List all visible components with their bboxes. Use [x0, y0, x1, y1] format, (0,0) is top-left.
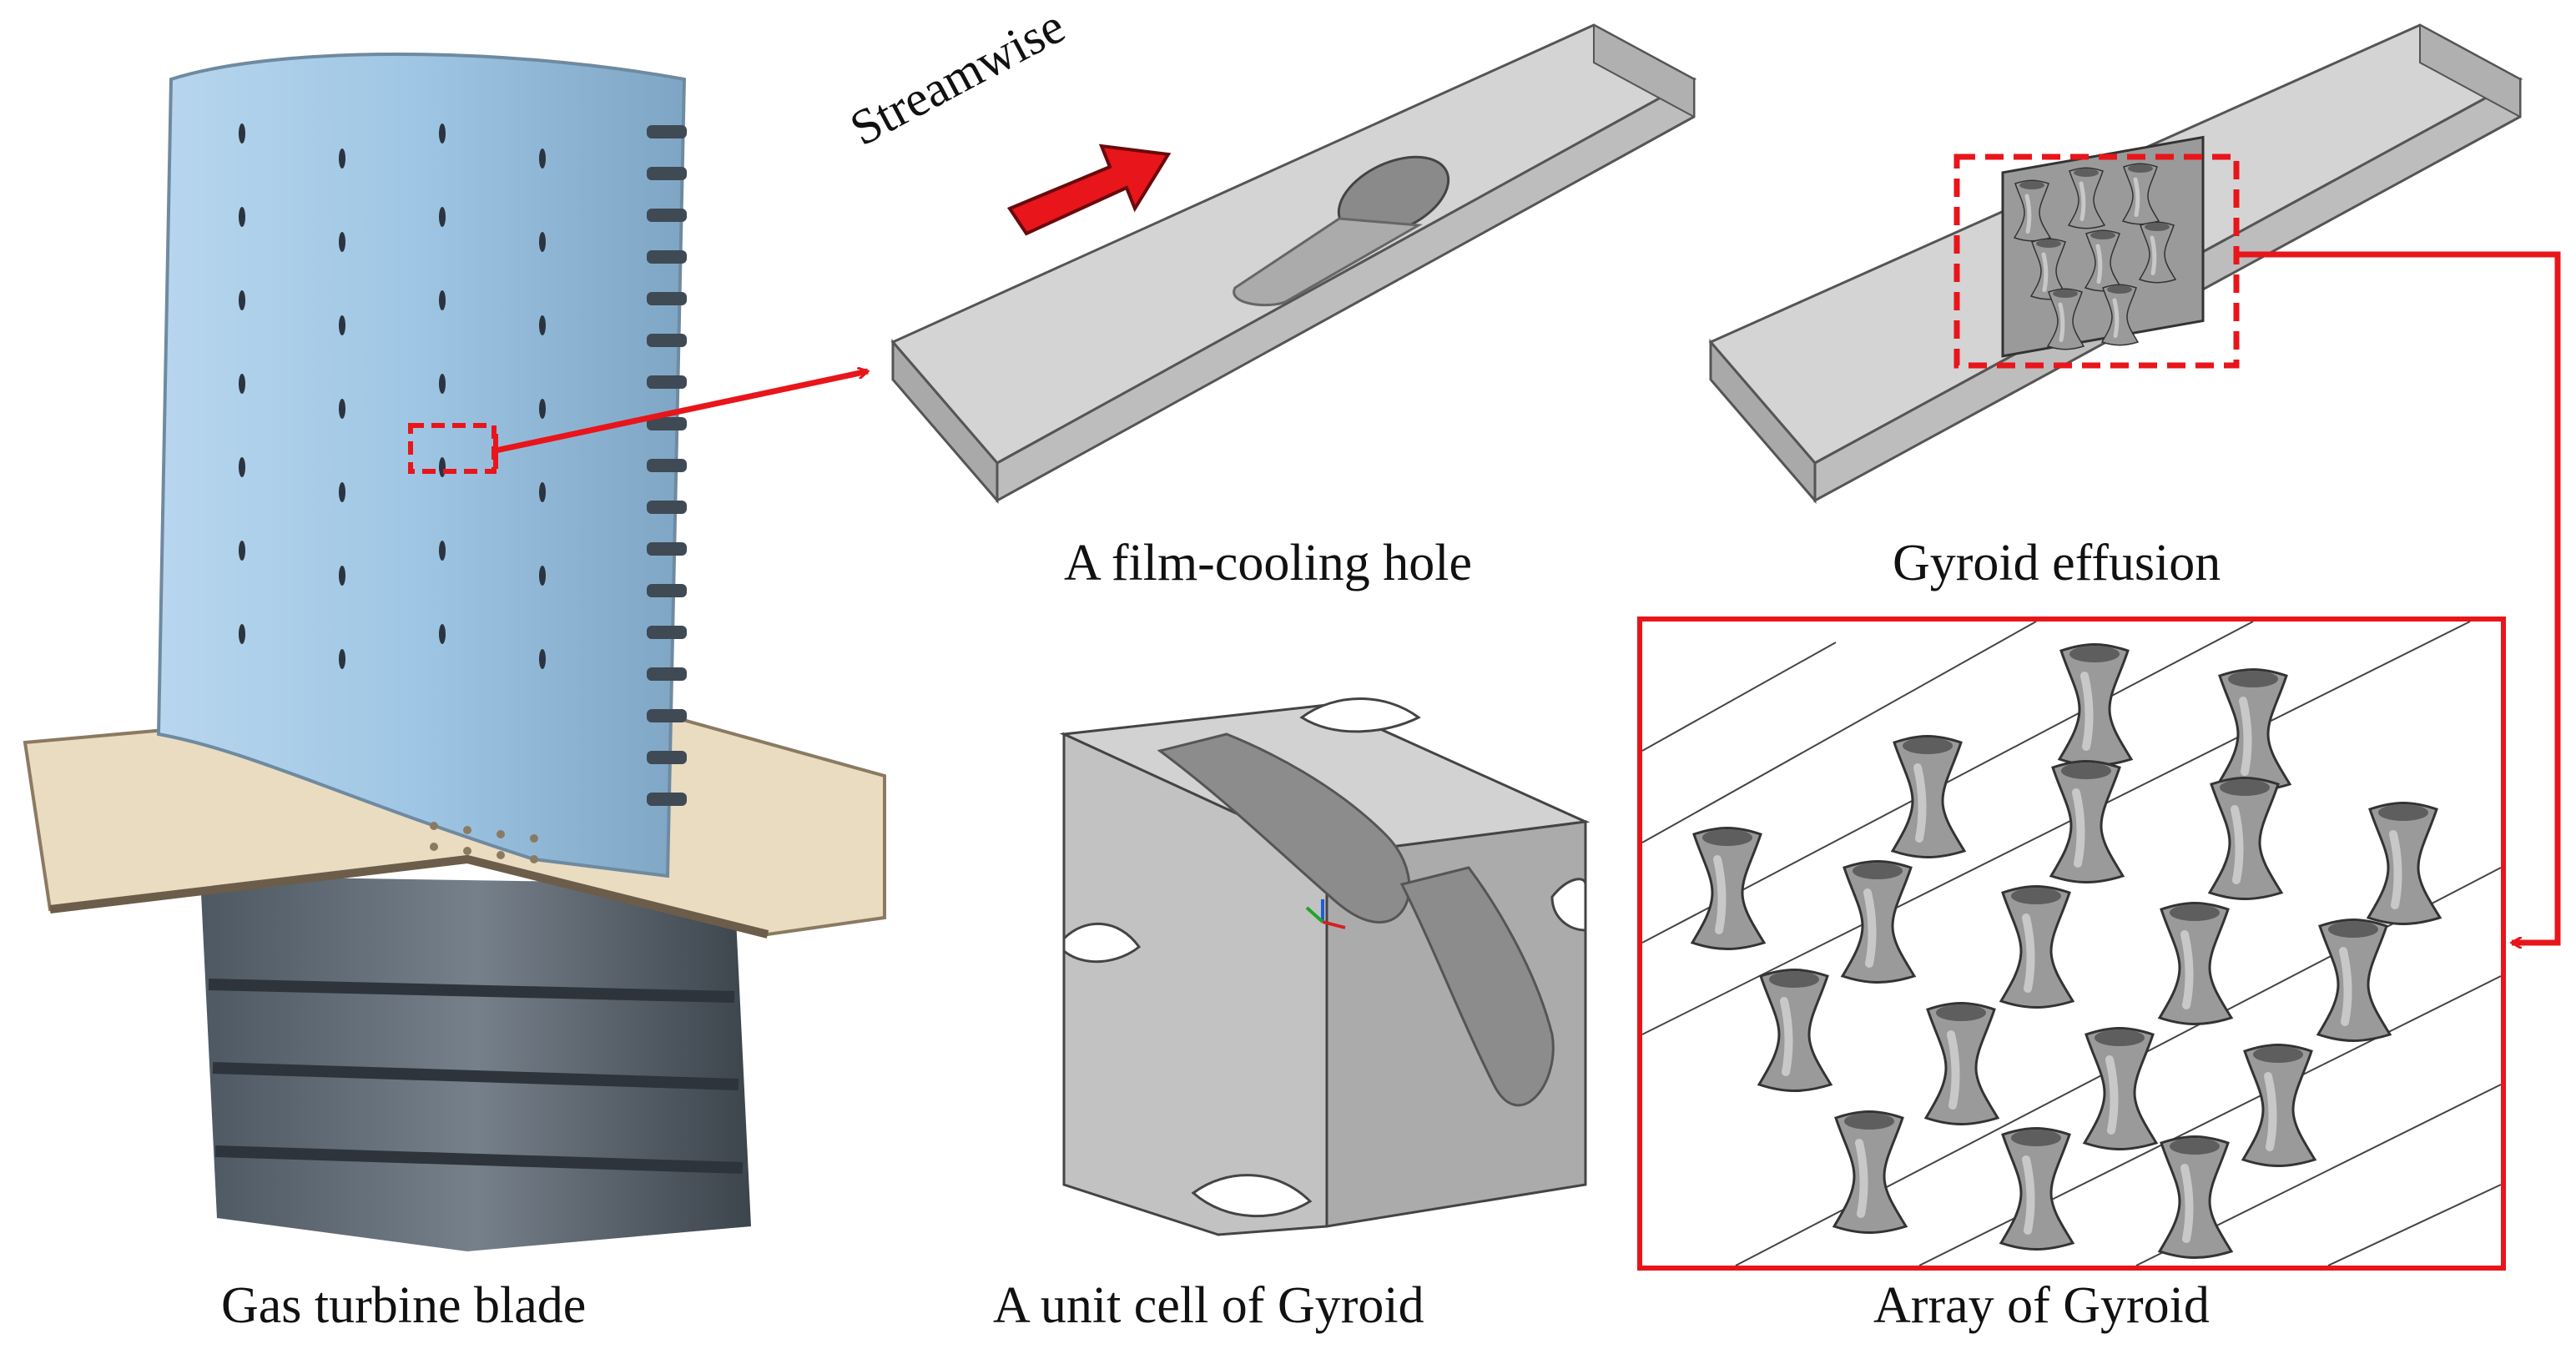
effusion-to-array-connector [2238, 251, 2561, 943]
blade-airfoil [156, 53, 687, 878]
caption-film-cooling-hole: A film-cooling hole [1064, 535, 1473, 591]
unit-cell-opening-4 [1191, 1174, 1313, 1218]
unit-cell-opening-2 [1062, 922, 1142, 964]
unit-cell-opening-3 [1550, 878, 1587, 932]
cooling-hole-rows [239, 123, 546, 669]
blade-to-hole-arrow [493, 371, 868, 469]
turbine-blade-illustration [23, 53, 886, 1251]
caption-gas-turbine-blade: Gas turbine blade [221, 1277, 587, 1334]
gyroid-array [1637, 617, 2506, 1271]
caption-gyroid-effusion: Gyroid effusion [1893, 535, 2221, 591]
trailing-edge-slots [647, 125, 687, 806]
hole-channel [1233, 217, 1423, 307]
film-cooling-plate [890, 23, 1697, 505]
gyroid-patch [2001, 135, 2205, 358]
blade-shank [200, 876, 751, 1251]
gyroid-unit-cell [1059, 697, 1590, 1236]
gyroid-effusion-plate [1708, 23, 2523, 505]
streamwise-arrow [1006, 143, 1172, 236]
platform-front-edge [49, 854, 769, 939]
unit-cell-opening-1 [1299, 697, 1421, 733]
unit-cell-saddle-side [1399, 866, 1555, 1107]
unit-cell-saddle-top [1157, 732, 1411, 924]
caption-unit-cell: A unit cell of Gyroid [993, 1277, 1424, 1334]
axis-triad [1305, 899, 1346, 929]
blade-root-ridges [208, 979, 744, 1174]
effusion-highlight-box [1953, 154, 2240, 369]
caption-array-of-gyroid: Array of Gyroid [1873, 1277, 2210, 1334]
platform-cooling-dots [430, 822, 538, 863]
